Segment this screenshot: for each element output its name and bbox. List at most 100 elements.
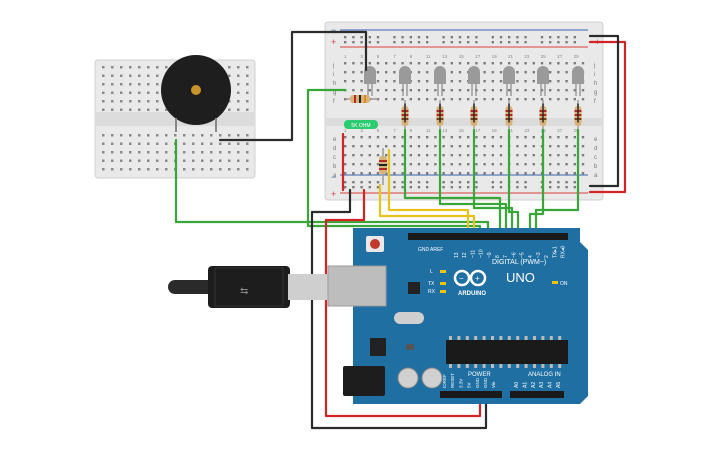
mini-hole xyxy=(129,83,132,86)
digital-pin-label: TX▸1 xyxy=(552,246,558,258)
breadboard-hole xyxy=(581,154,585,157)
digital-pin-label: 12 xyxy=(462,252,468,258)
breadboard-hole xyxy=(393,71,396,74)
buzzer[interactable] xyxy=(161,55,231,132)
breadboard-hole xyxy=(581,163,585,166)
column-number: 29 xyxy=(574,54,580,59)
breadboard-hole xyxy=(344,136,347,139)
led[interactable] xyxy=(537,66,549,96)
breadboard-hole xyxy=(376,89,380,92)
column-number: 13 xyxy=(442,128,448,133)
chip-pin xyxy=(541,336,545,340)
row-label: j xyxy=(332,63,334,69)
mini-hole xyxy=(156,100,159,103)
breadboard-hole xyxy=(483,154,486,157)
potentiometer[interactable]: 5K OHM xyxy=(344,120,378,129)
chip-pin xyxy=(558,336,562,340)
breadboard-hole xyxy=(417,154,421,157)
breadboard-hole xyxy=(565,163,568,166)
breadboard-hole xyxy=(344,172,347,175)
rail-hole xyxy=(409,186,412,189)
chip-pin xyxy=(524,336,528,340)
resistor-lower-left[interactable] xyxy=(379,148,387,185)
breadboard-hole xyxy=(475,98,478,101)
breadboard-hole xyxy=(524,163,527,166)
rail-hole xyxy=(516,36,519,39)
mini-hole xyxy=(120,168,123,171)
chip-pin xyxy=(449,364,452,368)
digital-pin-label: ~6 xyxy=(511,252,517,258)
rail-hole xyxy=(516,186,519,189)
row-label: e xyxy=(333,137,337,143)
breadboard-hole xyxy=(401,163,404,166)
rail-hole xyxy=(352,36,355,39)
breadboard-hole xyxy=(475,172,478,175)
rx-led-icon xyxy=(440,290,446,293)
breadboard-hole xyxy=(368,163,371,166)
mini-hole xyxy=(192,168,195,171)
column-number: 19 xyxy=(492,54,498,59)
breadboard-hole xyxy=(458,145,462,148)
mini-hole xyxy=(102,74,105,77)
chip-pin xyxy=(549,336,553,340)
mini-hole xyxy=(246,142,249,145)
digital-pin-label: ~3 xyxy=(536,252,542,258)
breadboard-hole xyxy=(450,71,453,74)
chip-pin xyxy=(507,364,511,368)
breadboard-hole xyxy=(393,154,396,157)
mini-hole xyxy=(138,151,141,154)
mini-hole xyxy=(156,66,159,69)
mini-hole xyxy=(237,74,240,77)
digital-pin-label: ~9 xyxy=(487,252,493,258)
mini-hole xyxy=(237,108,240,111)
reset-button[interactable] xyxy=(370,239,380,249)
breadboard-hole xyxy=(524,98,527,101)
breadboard-hole xyxy=(573,172,576,175)
rail-hole xyxy=(450,181,453,184)
breadboard-hole xyxy=(442,89,445,92)
breadboard-hole xyxy=(344,154,347,157)
breadboard-hole xyxy=(557,145,560,148)
crystal xyxy=(394,312,424,324)
breadboard-hole xyxy=(483,98,486,101)
column-number: 7 xyxy=(393,54,396,59)
rail-hole xyxy=(344,186,347,189)
wire-green-led3 xyxy=(472,128,514,236)
led[interactable] xyxy=(434,66,446,96)
breadboard-hole xyxy=(524,71,527,74)
breadboard-hole xyxy=(344,80,347,83)
mini-hole xyxy=(102,100,105,103)
led[interactable] xyxy=(364,66,376,96)
usb-cable[interactable]: ⇆ xyxy=(168,266,328,308)
mini-hole xyxy=(246,168,249,171)
led[interactable] xyxy=(468,66,480,96)
led[interactable] xyxy=(399,66,411,96)
row-label: e xyxy=(594,137,598,143)
breadboard-hole xyxy=(516,172,519,175)
column-number: 17 xyxy=(475,54,481,59)
digital-pin-label: ~11 xyxy=(470,250,476,258)
mini-hole xyxy=(147,83,150,86)
breadboard-hole xyxy=(409,145,412,148)
breadboard-hole xyxy=(549,80,552,83)
mini-hole xyxy=(147,91,150,94)
resistor-horizontal[interactable] xyxy=(345,95,378,103)
row-label: g xyxy=(594,90,597,96)
mini-hole xyxy=(183,168,186,171)
breadboard-hole xyxy=(532,89,535,92)
chip-pin xyxy=(457,336,461,340)
power-pin-label: Vin xyxy=(491,381,496,388)
rail-hole xyxy=(458,186,462,189)
rail-hole xyxy=(524,186,527,189)
mini-hole xyxy=(219,151,222,154)
chip-pin xyxy=(516,336,520,340)
led[interactable] xyxy=(572,66,584,96)
breadboard-hole xyxy=(360,136,363,139)
wire-yellow-2 xyxy=(378,183,476,236)
mini-hole xyxy=(120,100,123,103)
svg-text:−: − xyxy=(459,274,464,283)
breadboard-hole xyxy=(491,98,494,101)
led[interactable] xyxy=(503,66,515,96)
column-number: 15 xyxy=(459,128,465,133)
